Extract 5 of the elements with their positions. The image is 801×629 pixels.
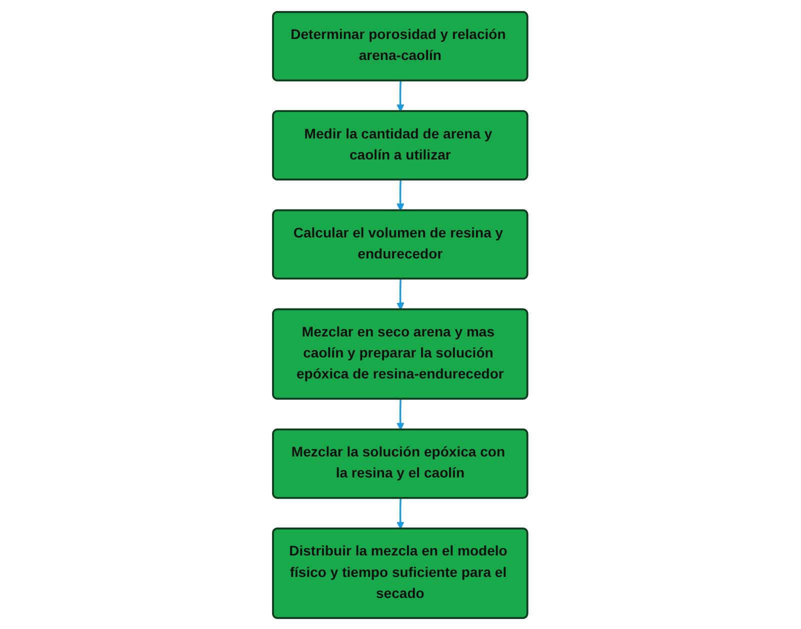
arrow [396,278,405,310]
arrow [396,398,405,430]
arrow [396,80,405,112]
arrow [396,179,405,210]
arrow [396,498,405,529]
